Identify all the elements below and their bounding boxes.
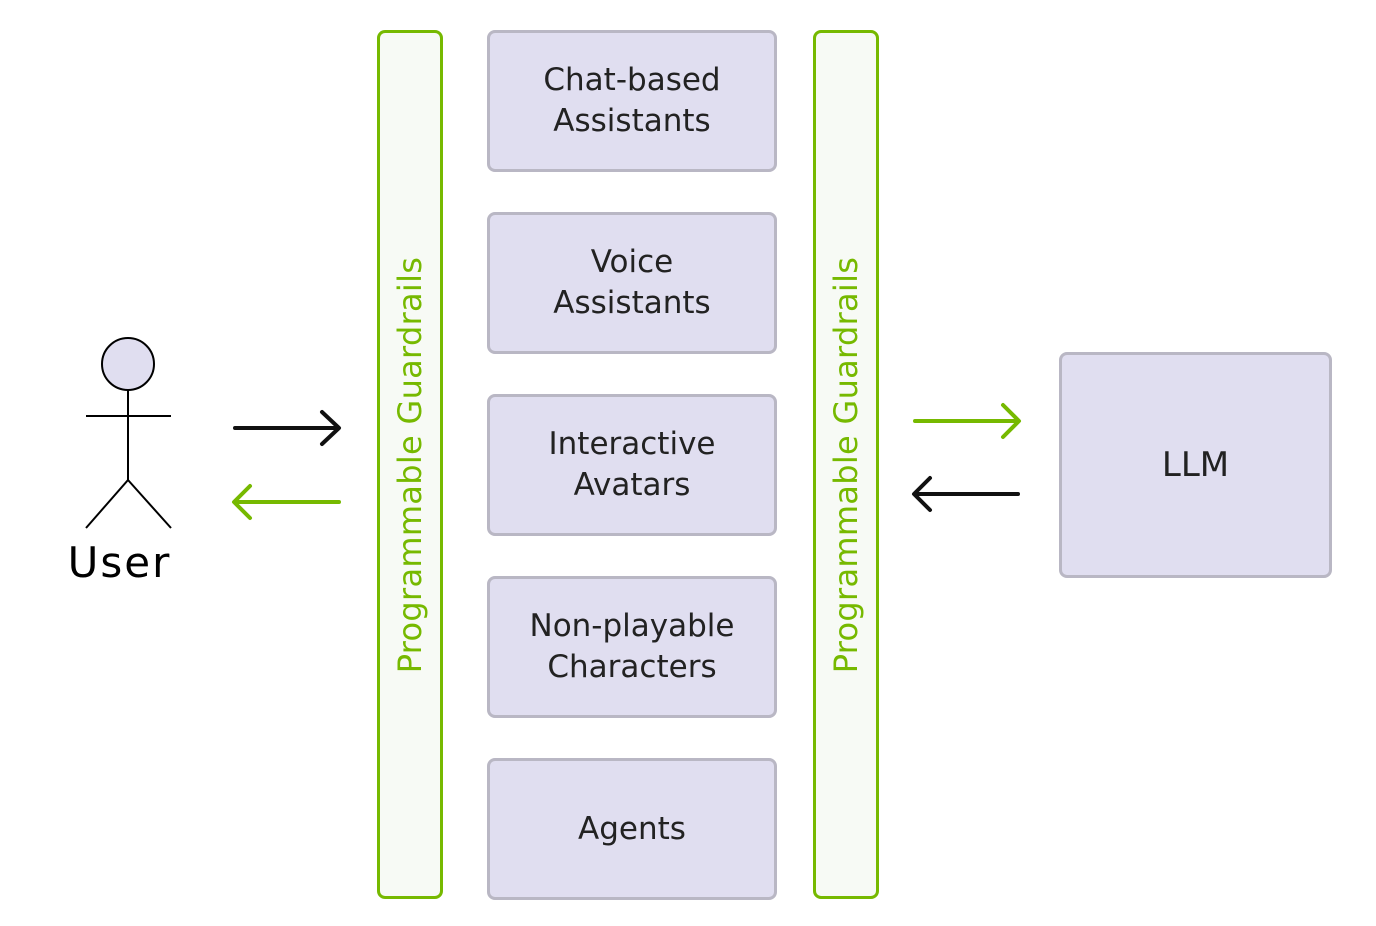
guardrails-to-user-arrow (232, 484, 341, 520)
llm-to-guardrails-arrow (912, 476, 1020, 512)
stick-figure-icon (85, 337, 172, 529)
app-box-non-playable-characters: Non-playable Characters (487, 576, 777, 718)
right-guardrails-label: Programmable Guardrails (827, 256, 865, 673)
app-box-label: Interactive Avatars (548, 426, 716, 503)
user-right-leg (127, 479, 172, 529)
left-guardrails-bar: Programmable Guardrails (377, 30, 443, 899)
left-guardrails-label: Programmable Guardrails (391, 256, 429, 673)
llm-label: LLM (1161, 445, 1230, 485)
user-left-leg (85, 479, 129, 529)
app-box-chat-based-assistants: Chat-based Assistants (487, 30, 777, 172)
app-box-label: Agents (578, 810, 686, 847)
llm-box: LLM (1059, 352, 1332, 578)
guardrails-to-llm-arrow (913, 403, 1021, 439)
app-box-agents: Agents (487, 758, 777, 900)
user-head (101, 337, 155, 391)
app-box-label: Non-playable Characters (529, 608, 735, 685)
app-box-label: Chat-based Assistants (543, 62, 721, 139)
user-to-guardrails-arrow (233, 410, 341, 446)
right-guardrails-bar: Programmable Guardrails (813, 30, 879, 899)
app-box-interactive-avatars: Interactive Avatars (487, 394, 777, 536)
app-box-voice-assistants: Voice Assistants (487, 212, 777, 354)
app-box-label: Voice Assistants (553, 244, 711, 321)
user-label: User (67, 538, 172, 587)
